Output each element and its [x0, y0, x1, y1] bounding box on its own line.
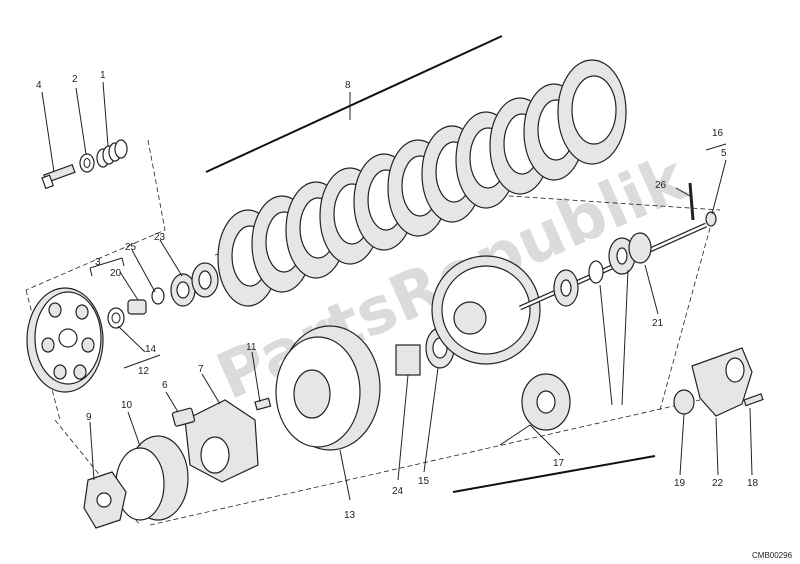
part-1-spring [96, 139, 128, 168]
callout-4: 4 [36, 80, 42, 91]
callout-12: 12 [138, 366, 150, 377]
callout-2: 2 [72, 74, 78, 85]
callout-9: 9 [86, 412, 92, 423]
part-6-pad [171, 407, 196, 427]
part-22-slave-cylinder [691, 347, 753, 417]
part-12-pressure-plate [26, 287, 104, 393]
part-11-screw [254, 397, 272, 411]
part-2-washer [79, 153, 95, 173]
part-9-flange [83, 471, 127, 529]
part-4-bolt [41, 163, 76, 190]
leader-lines [41, 81, 753, 501]
part-18-bolt [743, 393, 764, 407]
part-19-piston [673, 389, 695, 415]
callout-25: 25 [125, 242, 137, 253]
drawing-code: CMB00296 [752, 551, 793, 560]
small-gear [521, 373, 571, 431]
callout-10: 10 [121, 400, 133, 411]
primary-gear [431, 255, 541, 365]
callout-5: 5 [721, 148, 727, 159]
part-8-clutch-disc-pack [217, 59, 627, 307]
callout-18: 18 [747, 478, 759, 489]
callout-21: 21 [652, 318, 664, 329]
callout-24: 24 [392, 486, 404, 497]
callout-1: 1 [100, 70, 106, 81]
callout-11: 11 [246, 342, 257, 353]
callout-16: 16 [712, 128, 724, 139]
callout-20: 20 [110, 268, 122, 279]
part-24-sleeve [395, 344, 421, 376]
part-26-pin [688, 182, 695, 221]
shaft-bearings [553, 232, 652, 307]
callout-8: 8 [345, 80, 351, 91]
callout-6: 6 [162, 380, 168, 391]
part-5-seal [705, 211, 717, 227]
part-23-bearing [170, 262, 219, 307]
callout-17: 17 [553, 458, 565, 469]
callout-7: 7 [198, 364, 204, 375]
callout-26: 26 [655, 180, 667, 191]
callout-3: 3 [95, 257, 101, 268]
part-10-drum [115, 435, 189, 521]
callout-13: 13 [344, 510, 356, 521]
callout-19: 19 [674, 478, 686, 489]
group-brackets [89, 35, 727, 493]
callout-14: 14 [145, 344, 157, 355]
part-20-rod-end [127, 299, 147, 315]
part-13-clutch-basket [275, 325, 381, 451]
part-14-bushing [107, 307, 125, 329]
callout-labels: 1 2 3 4 5 6 7 8 9 10 11 12 13 14 15 16 1… [36, 70, 759, 521]
callout-22: 22 [712, 478, 724, 489]
callout-23: 23 [154, 232, 166, 243]
part-7-inner-hub [184, 399, 259, 483]
callout-15: 15 [418, 476, 430, 487]
